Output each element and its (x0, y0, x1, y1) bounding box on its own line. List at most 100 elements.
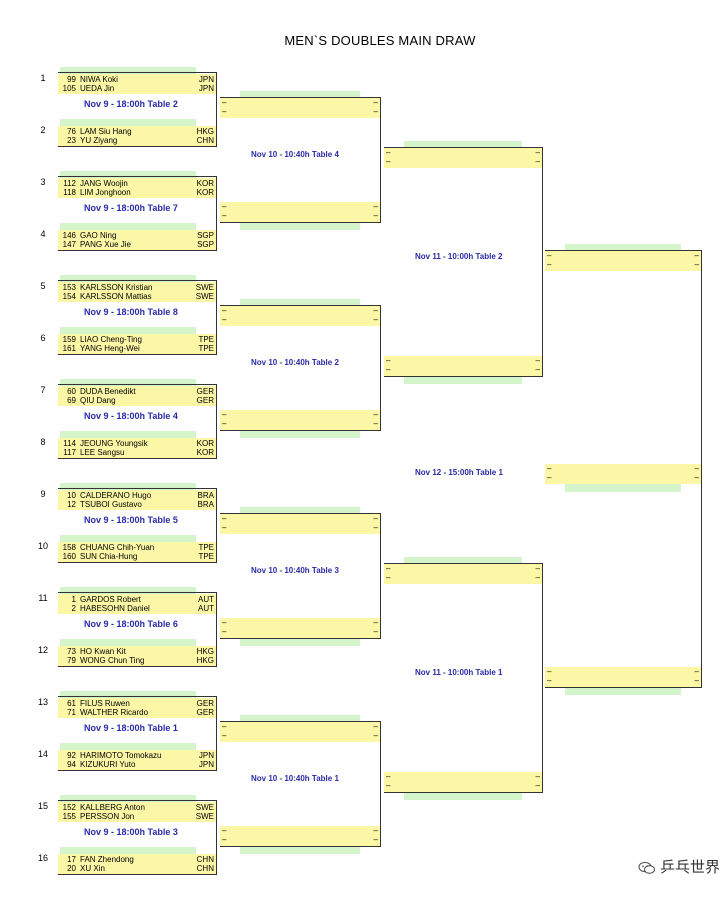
empty-name: – (222, 315, 227, 324)
bracket-line (58, 72, 216, 73)
bracket-line (542, 147, 543, 377)
empty-name: – (222, 410, 227, 419)
bracket-line (58, 800, 216, 801)
player-name: YANG Heng-Wei (80, 344, 140, 353)
bracket-line (380, 305, 381, 431)
player-country: SGP (197, 230, 214, 240)
empty-country: – (373, 306, 378, 315)
bracket-line (58, 280, 216, 281)
player-name: LAM Siu Hang (80, 126, 132, 136)
bracket-line (58, 488, 216, 489)
seed-number: 12 (37, 645, 48, 655)
entry-highlight (60, 691, 196, 699)
player-name: JANG Woojin (80, 178, 128, 188)
empty-country: – (694, 464, 699, 473)
player-country: GER (196, 708, 214, 717)
round2-slot: –––– (220, 306, 380, 326)
bracket-line (58, 666, 216, 667)
player-country: TPE (198, 334, 214, 344)
empty-country: – (373, 107, 378, 116)
empty-name: – (547, 251, 552, 260)
round2-slot: –––– (220, 98, 380, 118)
empty-country: – (535, 573, 540, 582)
seed-number: 9 (40, 489, 46, 499)
player-rank: 105 (62, 84, 76, 93)
bracket-line (384, 376, 542, 377)
quarterfinal-slot: –––– (384, 772, 542, 792)
player-name: TSUBOI Gustavo (80, 500, 142, 509)
player-rank: 99 (67, 74, 76, 84)
player-name: DUDA Benedikt (80, 386, 136, 396)
bracket-line (58, 384, 216, 385)
seed-number: 6 (40, 333, 46, 343)
empty-country: – (373, 410, 378, 419)
empty-name: – (222, 98, 227, 107)
player-rank: 1 (71, 594, 76, 604)
player-name: LEE Sangsu (80, 448, 125, 457)
slot-highlight (240, 715, 360, 723)
player-rank: 76 (67, 126, 76, 136)
player-country: BRA (197, 500, 214, 509)
empty-country: – (373, 315, 378, 324)
player-name: NIWA Koki (80, 74, 118, 84)
slot-highlight (240, 222, 360, 230)
empty-country: – (694, 676, 699, 685)
empty-country: – (373, 202, 378, 211)
empty-country: – (535, 365, 540, 374)
entry-highlight (60, 795, 196, 803)
round2-slot: –––– (220, 410, 380, 430)
seed-number: 2 (40, 125, 46, 135)
player-rank: 146 (62, 230, 76, 240)
entry-highlight (60, 483, 196, 491)
player-country: KOR (196, 178, 214, 188)
empty-name: – (222, 523, 227, 532)
player-name: KARLSSON Mattias (80, 292, 152, 301)
round2-slot: –––– (220, 618, 380, 638)
bracket-line (545, 687, 701, 688)
empty-country: – (535, 772, 540, 781)
empty-name: – (547, 473, 552, 482)
entry-highlight (60, 119, 196, 127)
player-name: CHUANG Chih-Yuan (80, 542, 155, 552)
player-rank: 17 (67, 854, 76, 864)
match-label: Nov 9 - 18:00h Table 3 (84, 827, 178, 837)
empty-country: – (373, 618, 378, 627)
empty-country: – (535, 157, 540, 166)
seed-number: 7 (40, 385, 46, 395)
bracket-line (58, 176, 216, 177)
round2-slot: –––– (220, 202, 380, 222)
entry-highlight (60, 535, 196, 543)
entry-highlight (60, 67, 196, 75)
player-name: UEDA Jin (80, 84, 115, 93)
bracket-line (220, 721, 380, 722)
slot-highlight (240, 91, 360, 99)
bracket-line (58, 146, 216, 147)
entry-highlight (60, 275, 196, 283)
bracket-line (220, 846, 380, 847)
match-label: Nov 9 - 18:00h Table 8 (84, 307, 178, 317)
player-rank: 71 (67, 708, 76, 717)
player-rank: 112 (63, 178, 76, 188)
empty-country: – (694, 251, 699, 260)
player-name: HARIMOTO Tomokazu (80, 750, 162, 760)
round2-slot: –––– (220, 722, 380, 742)
player-name: CALDERANO Hugo (80, 490, 152, 500)
player-rank: 161 (62, 344, 76, 353)
quarterfinal-slot: –––– (384, 356, 542, 376)
empty-name: – (222, 514, 227, 523)
empty-country: – (373, 211, 378, 220)
entry-highlight (60, 639, 196, 647)
player-country: SWE (195, 802, 214, 812)
